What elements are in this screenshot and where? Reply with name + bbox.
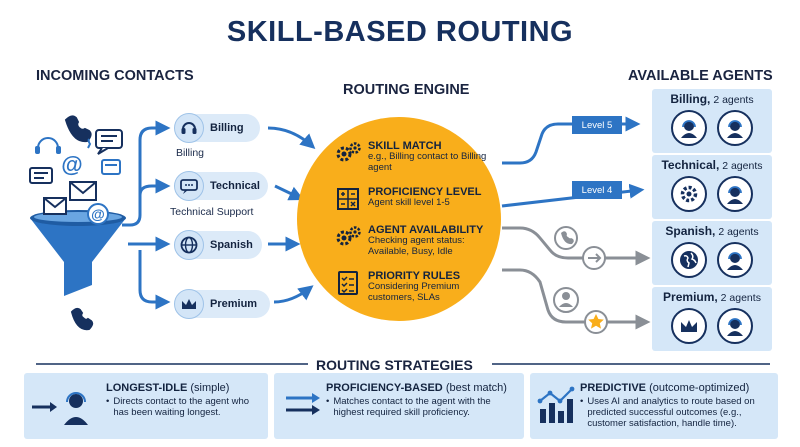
level-tag-5: Level 5 xyxy=(572,116,622,134)
chat-bubble-icon xyxy=(174,171,204,201)
agent-group-name: Billing, xyxy=(670,92,711,106)
agent-group-count: 2 agents xyxy=(720,292,761,304)
engine-item-desc: e.g., Billing contact to Billing agent xyxy=(368,151,487,173)
engine-item-title: PRIORITY RULES xyxy=(368,270,461,282)
globe-icon xyxy=(174,230,204,260)
agent-group-technical: Technical, 2 agents xyxy=(652,155,772,219)
gears-icon xyxy=(336,142,361,162)
strategies-heading: ROUTING STRATEGIES xyxy=(316,357,473,373)
strategy-desc: Directs contact to the agent who has bee… xyxy=(113,396,250,418)
svg-text:@: @ xyxy=(91,206,105,222)
engine-item-title: PROFICIENCY LEVEL xyxy=(368,186,482,198)
level-tag-4: Level 4 xyxy=(572,181,622,199)
channel-label: Billing xyxy=(210,122,244,134)
agent-group-count: 2 agents xyxy=(718,226,759,238)
analytics-chart-icon xyxy=(537,386,575,423)
engine-item-skill-match: SKILL MATCH e.g., Billing contact to Bil… xyxy=(334,140,490,173)
engine-item-desc: Agent skill level 1-5 xyxy=(368,197,450,208)
agent-gear-icon xyxy=(671,176,707,212)
agent-headset-icon xyxy=(717,308,753,344)
channel-technical: Technical xyxy=(174,171,268,201)
routing-engine-circle xyxy=(297,117,501,321)
engine-item-title: AGENT AVAILABILITY xyxy=(368,224,484,236)
contact-icons-cluster xyxy=(29,115,123,331)
agents-heading: AVAILABLE AGENTS xyxy=(628,68,773,84)
funnel-icon: @ xyxy=(30,197,126,296)
engine-item-desc: Checking agent status: Available, Busy, … xyxy=(368,235,465,257)
agent-group-billing: Billing, 2 agents xyxy=(652,89,772,153)
status-transfer-icon xyxy=(582,246,606,270)
strategy-desc: Matches contact to the agent with the hi… xyxy=(333,396,491,418)
agent-group-count: 2 agents xyxy=(713,94,754,106)
agent-headset-icon xyxy=(717,110,753,146)
status-person-icon xyxy=(553,287,579,313)
scorecard-icon xyxy=(337,188,359,210)
strategy-qualifier: (outcome-optimized) xyxy=(649,382,750,394)
channel-caption: Technical Support xyxy=(170,206,254,218)
strategy-desc: Uses AI and analytics to route based on … xyxy=(587,396,755,429)
engine-item-proficiency: PROFICIENCY LEVEL Agent skill level 1-5 xyxy=(334,186,490,212)
agent-headset-arrow-icon xyxy=(32,392,88,425)
svg-text:@: @ xyxy=(61,152,82,177)
channel-label: Premium xyxy=(210,298,258,310)
double-arrow-icon xyxy=(286,393,320,415)
strategy-name: PREDICTIVE xyxy=(580,382,647,394)
strategy-predictive: PREDICTIVE (outcome-optimized) •Uses AI … xyxy=(530,373,778,439)
agent-group-premium: Premium, 2 agents xyxy=(652,287,772,351)
agent-crown-icon xyxy=(671,308,707,344)
engine-item-availability: AGENT AVAILABILITY Checking agent status… xyxy=(334,224,494,257)
channel-caption: Billing xyxy=(176,147,205,159)
strategy-proficiency-based: PROFICIENCY-BASED (best match) •Matches … xyxy=(274,373,524,439)
agent-group-name: Spanish, xyxy=(665,224,716,238)
strategy-name: LONGEST-IDLE xyxy=(106,382,188,394)
strategy-qualifier: (simple) xyxy=(190,382,230,394)
incoming-heading: INCOMING CONTACTS xyxy=(36,68,194,84)
agent-headset-icon xyxy=(717,176,753,212)
channel-label: Technical xyxy=(210,180,260,192)
agent-globe-icon xyxy=(671,242,707,278)
channel-spanish: Spanish xyxy=(174,230,262,260)
channel-billing: Billing xyxy=(174,113,260,143)
channel-label: Spanish xyxy=(210,239,253,251)
strategy-qualifier: (best match) xyxy=(445,382,507,394)
page-title: SKILL-BASED ROUTING xyxy=(226,16,574,48)
strategy-name: PROFICIENCY-BASED xyxy=(326,382,443,394)
agent-group-name: Technical, xyxy=(661,158,720,172)
status-call-icon xyxy=(554,226,578,250)
engine-item-priority: PRIORITY RULES Considering Premium custo… xyxy=(334,270,484,303)
engine-item-desc: Considering Premium customers, SLAs xyxy=(368,281,460,303)
gears-icon xyxy=(336,226,361,246)
agent-headset-icon xyxy=(717,242,753,278)
engine-heading: ROUTING ENGINE xyxy=(343,82,470,98)
crown-icon xyxy=(174,289,204,319)
channel-premium: Premium xyxy=(174,289,270,319)
engine-item-title: SKILL MATCH xyxy=(368,140,442,152)
headset-icon xyxy=(174,113,204,143)
agent-group-name: Premium, xyxy=(663,290,718,304)
checklist-icon xyxy=(338,271,358,295)
strategy-longest-idle: LONGEST-IDLE (simple) •Directs contact t… xyxy=(24,373,268,439)
status-star-icon xyxy=(584,310,608,334)
agent-group-count: 2 agents xyxy=(722,160,763,172)
agent-headset-icon xyxy=(671,110,707,146)
agent-group-spanish: Spanish, 2 agents xyxy=(652,221,772,285)
